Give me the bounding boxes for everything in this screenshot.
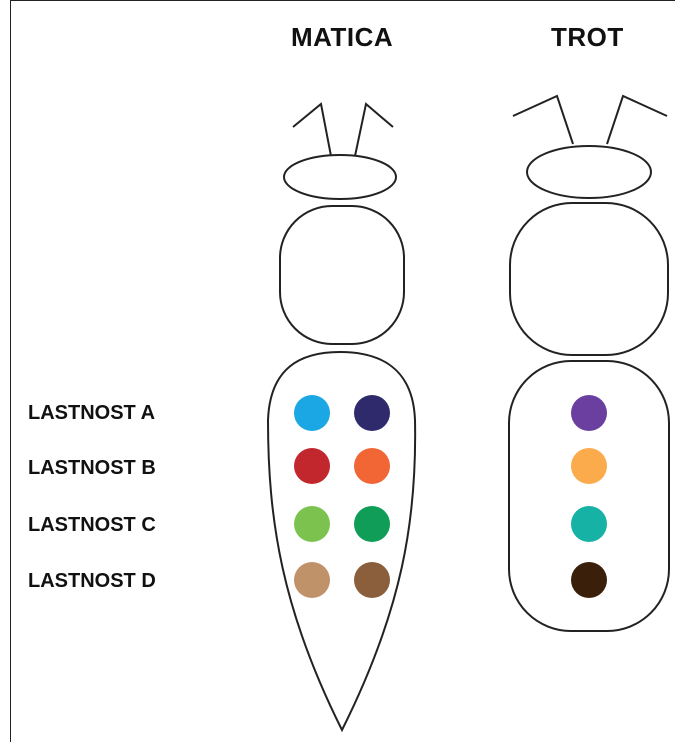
trait-label-a: LASTNOST A xyxy=(28,402,156,424)
queen-trait-a-dot-1 xyxy=(294,395,330,431)
drone-thorax xyxy=(509,202,669,356)
drone-abdomen xyxy=(508,360,670,632)
queen-trait-d-dot-2 xyxy=(354,562,390,598)
queen-thorax xyxy=(279,205,405,345)
drone-right-antenna xyxy=(606,94,668,145)
queen-head xyxy=(283,154,397,200)
trait-label-d: LASTNOST D xyxy=(28,570,156,592)
queen-column-title: MATICA xyxy=(291,22,394,52)
queen-trait-a-dot-2 xyxy=(354,395,390,431)
queen-abdomen xyxy=(266,350,417,733)
queen-trait-b-dot-1 xyxy=(294,448,330,484)
queen-trait-c-dot-1 xyxy=(294,506,330,542)
drone-trait-b-dot xyxy=(571,448,607,484)
queen-trait-c-dot-2 xyxy=(354,506,390,542)
queen-trait-d-dot-1 xyxy=(294,562,330,598)
drone-left-antenna xyxy=(512,94,574,145)
drone-trait-d-dot xyxy=(571,562,607,598)
trait-label-b: LASTNOST B xyxy=(28,457,156,479)
drone-trait-a-dot xyxy=(571,395,607,431)
trait-dots xyxy=(294,395,607,598)
drone-bee-outline xyxy=(508,94,670,632)
queen-bee-outline xyxy=(266,102,417,733)
queen-trait-b-dot-2 xyxy=(354,448,390,484)
drone-head xyxy=(526,145,652,199)
drone-column-title: TROT xyxy=(551,22,624,52)
drone-trait-c-dot xyxy=(571,506,607,542)
trait-label-c: LASTNOST C xyxy=(28,514,156,536)
queen-left-antenna xyxy=(292,102,332,157)
queen-right-antenna xyxy=(354,102,394,157)
